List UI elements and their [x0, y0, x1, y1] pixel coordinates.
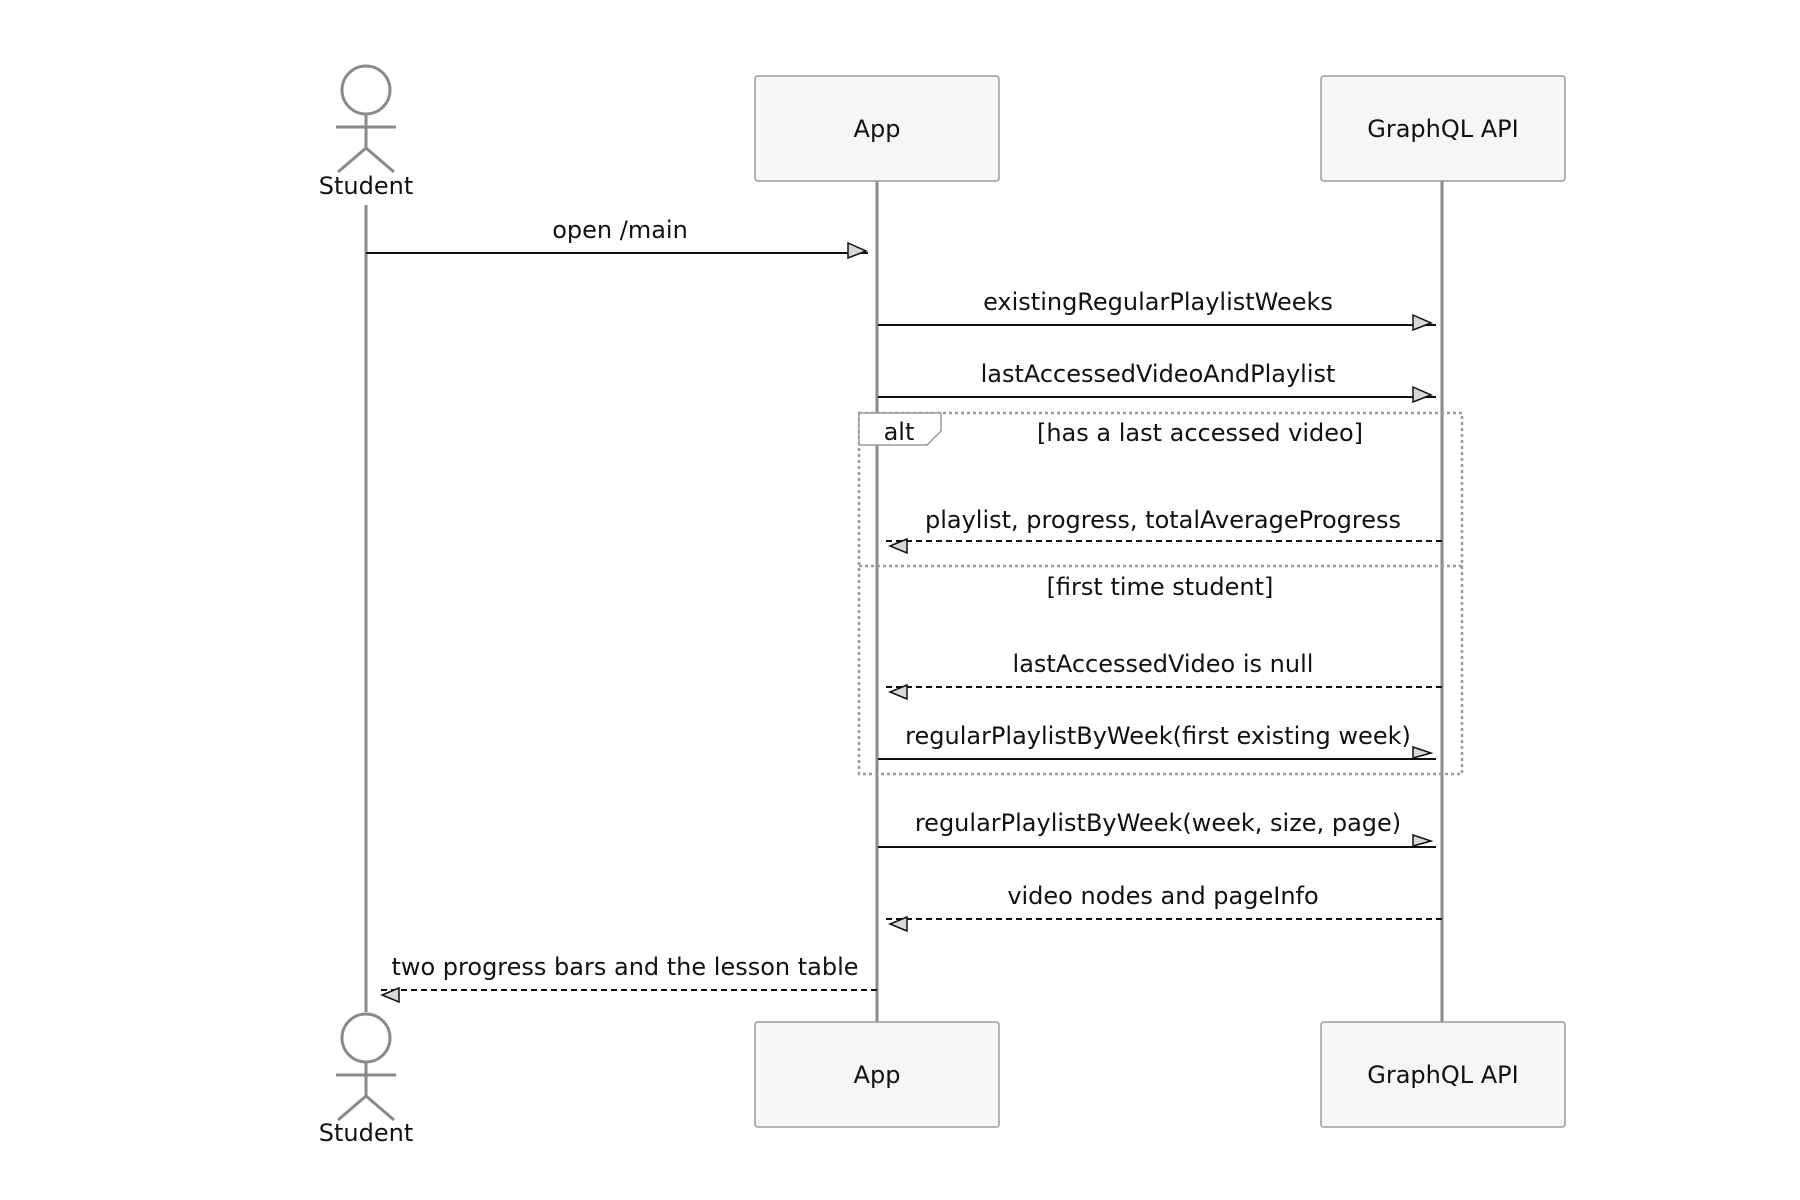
student-actor-top: Student [319, 64, 413, 200]
message-7-label: regularPlaylistByWeek(week, size, page) [915, 809, 1401, 837]
message-4-label: playlist, progress, totalAverageProgress [925, 506, 1401, 534]
message-3: lastAccessedVideoAndPlaylist [878, 360, 1436, 404]
message-2: existingRegularPlaylistWeeks [878, 288, 1436, 332]
app-box-top: App [754, 75, 1000, 182]
message-6-label: regularPlaylistByWeek(first existing wee… [905, 722, 1411, 750]
message-1-label: open /main [552, 216, 688, 244]
api-label-top: GraphQL API [1367, 115, 1518, 143]
message-6: regularPlaylistByWeek(first existing wee… [878, 722, 1436, 760]
alt-fragment: alt [has a last accessed video] [first t… [857, 411, 1464, 776]
message-5: lastAccessedVideo is null [885, 650, 1442, 701]
message-2-label: existingRegularPlaylistWeeks [983, 288, 1333, 316]
message-8-label: video nodes and pageInfo [1007, 882, 1318, 910]
message-9: two progress bars and the lesson table [378, 953, 877, 1004]
student-actor-bottom: Student [319, 1012, 413, 1147]
api-label-bottom: GraphQL API [1367, 1061, 1518, 1089]
alt-tag [858, 412, 942, 446]
alt-keyword: alt [884, 418, 915, 446]
app-box-bottom: App [754, 1021, 1000, 1128]
message-8: video nodes and pageInfo [885, 882, 1442, 933]
api-box-top: GraphQL API [1320, 75, 1566, 182]
message-1: open /main [366, 216, 868, 260]
app-label-top: App [854, 115, 901, 143]
app-label-bottom: App [854, 1061, 901, 1089]
message-7: regularPlaylistByWeek(week, size, page) [878, 809, 1436, 848]
alt-condition-2: [first time student] [1047, 573, 1274, 601]
message-4: playlist, progress, totalAverageProgress [885, 506, 1442, 555]
student-label-bottom: Student [319, 1119, 413, 1147]
message-3-label: lastAccessedVideoAndPlaylist [981, 360, 1336, 388]
message-9-label: two progress bars and the lesson table [391, 953, 858, 981]
alt-condition-1: [has a last accessed video] [1037, 419, 1363, 447]
message-5-label: lastAccessedVideo is null [1013, 650, 1314, 678]
student-label-top: Student [319, 172, 413, 200]
api-box-bottom: GraphQL API [1320, 1021, 1566, 1128]
